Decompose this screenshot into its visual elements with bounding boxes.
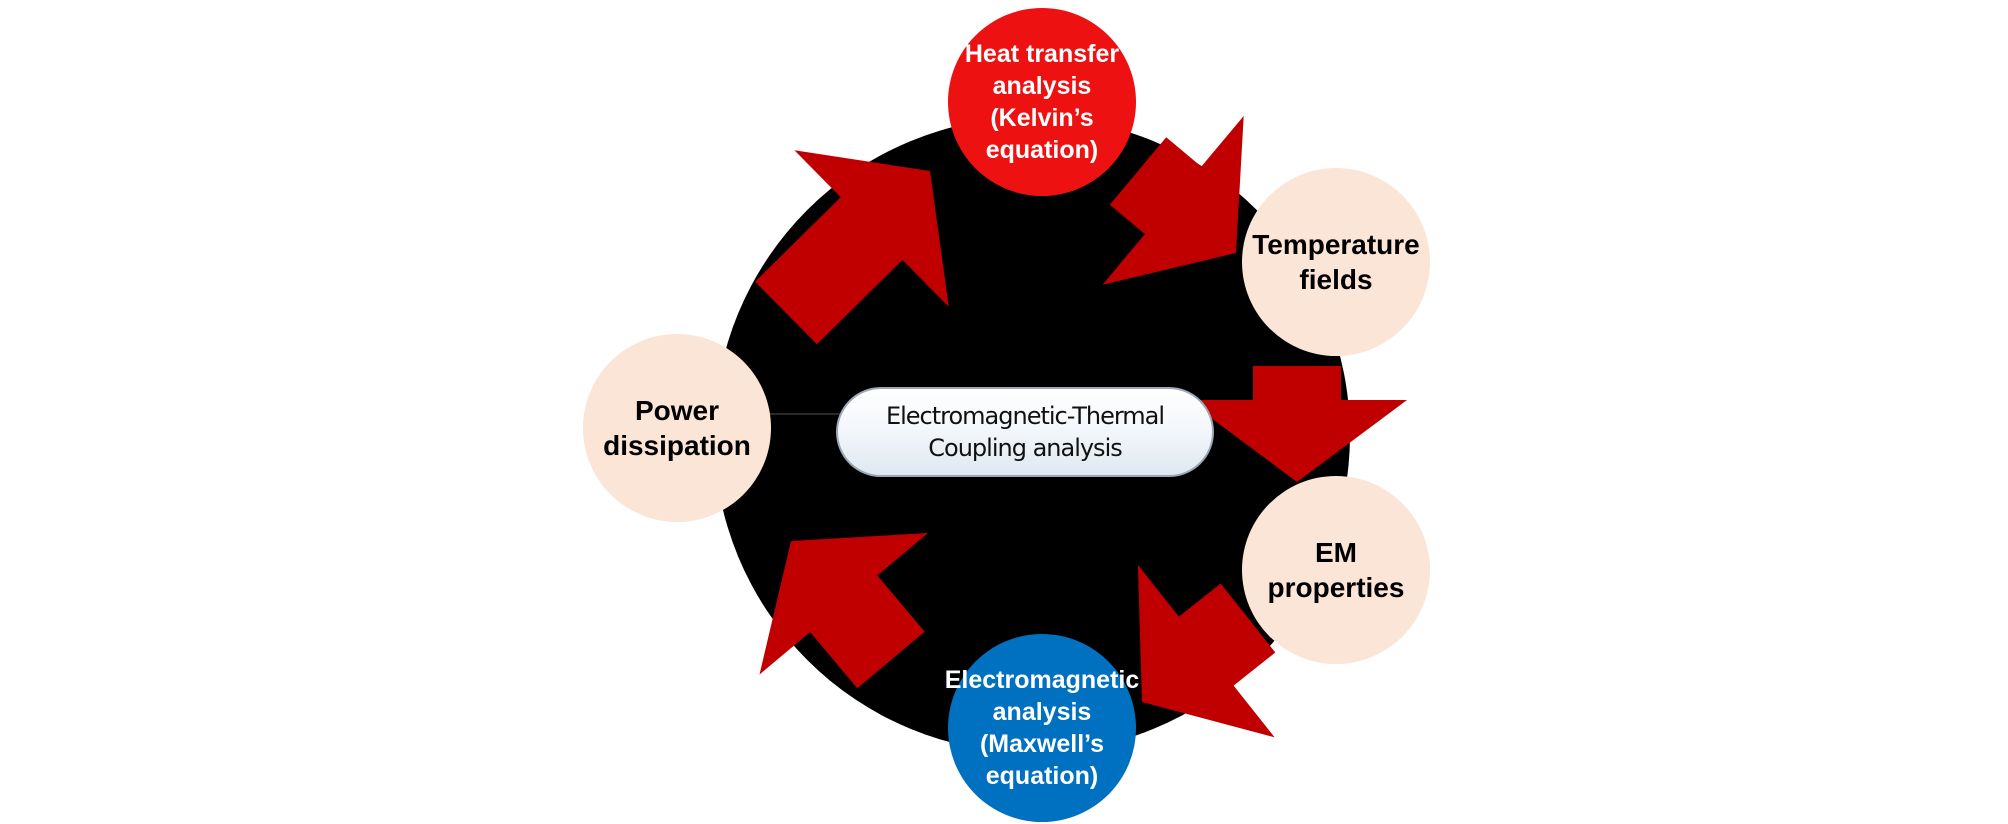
node-temperature-fields: Temperature fields xyxy=(1242,168,1430,356)
node-heat-transfer-label: Heat transfer analysis (Kelvin’s equatio… xyxy=(964,40,1120,164)
arrow-temp-to-emprop xyxy=(1187,366,1407,482)
center-pill: Electromagnetic-Thermal Coupling analysi… xyxy=(836,387,1214,477)
arrow-em-to-power xyxy=(759,533,928,689)
arrow-emprop-to-em xyxy=(1137,564,1276,738)
node-electromagnetic-analysis: Electromagnetic analysis (Maxwell’s equa… xyxy=(945,634,1139,822)
arrow-heat-to-temp xyxy=(1102,116,1244,285)
node-electromagnetic-analysis-label: Electromagnetic analysis (Maxwell’s equa… xyxy=(944,666,1140,790)
arrow-power-to-heat xyxy=(755,150,949,345)
node-power-dissipation-label: Power dissipation xyxy=(603,395,751,461)
node-heat-transfer: Heat transfer analysis (Kelvin’s equatio… xyxy=(948,8,1136,196)
node-power-dissipation: Power dissipation xyxy=(583,334,771,522)
node-em-properties: EM properties xyxy=(1242,476,1430,664)
center-label: Electromagnetic-Thermal Coupling analysi… xyxy=(885,402,1165,462)
node-temperature-fields-label: Temperature fields xyxy=(1252,229,1420,295)
node-em-properties-label: EM properties xyxy=(1267,537,1405,603)
